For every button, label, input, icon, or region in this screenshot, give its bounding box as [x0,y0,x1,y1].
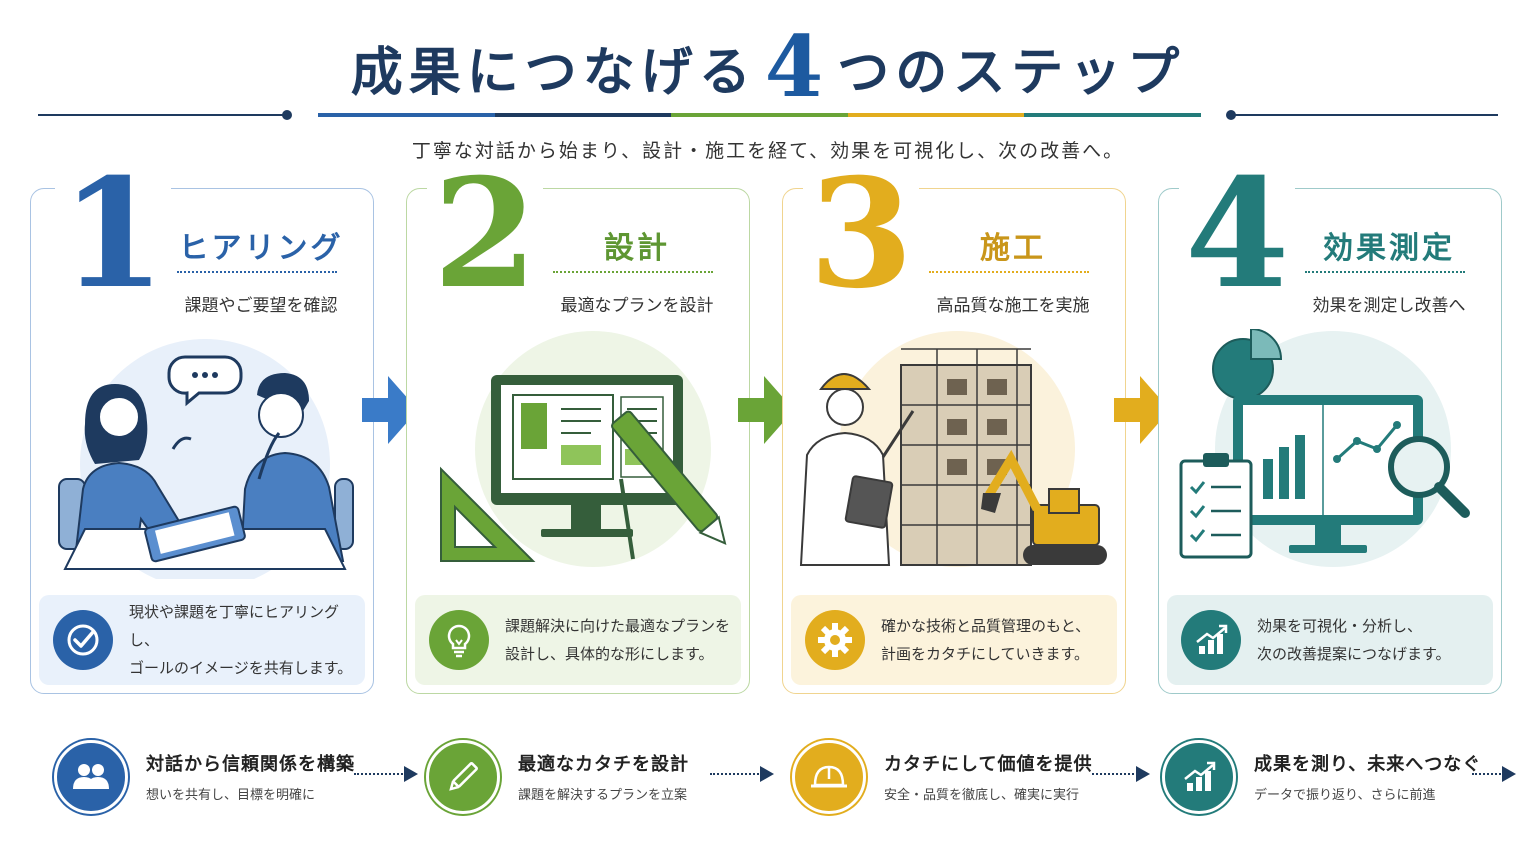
construction-site-illustration [799,331,1107,567]
step-desc-4: 効果を可視化・分析し、 次の改善提案につなげます。 [1167,595,1493,685]
step-card-1: 1 ヒアリング 課題やご要望を確認 現状や課題を丁寧にヒアリングし、 ゴールのイ… [30,159,374,694]
step-divider-3 [929,271,1089,273]
title-suffix: つのステップ [837,42,1186,103]
step-card-3: 3 施工 高品質な施工を実施 確かな技 [782,159,1126,694]
header-rule-gradient [318,113,1201,117]
monitor-design-illustration [440,331,727,567]
pencil-icon [426,740,500,814]
people-icon [54,740,128,814]
summary-subtitle-4: データで振り返り、さらに前進 [1254,788,1436,803]
step-subtitle-1: 課題やご要望を確認 [184,296,338,316]
summary-connector-3 [1092,766,1150,782]
summary-title-1: 対話から信頼関係を構築 [146,754,355,775]
summary-title-3: カタチにして価値を提供 [884,754,1093,775]
arrow-right-icon [362,376,418,444]
step-divider-1 [177,271,337,273]
step-desc-line2-1: ゴールのイメージを共有します。 [129,659,353,677]
header-rule-right [1226,110,1498,120]
step-desc-line1-1: 現状や課題を丁寧にヒアリングし、 [129,603,340,649]
arrow-right-icon [1114,376,1170,444]
step-subtitle-2: 最適なプランを設計 [560,296,714,316]
step-subtitle-4: 効果を測定し改善へ [1312,296,1466,316]
step-desc-line2-2: 設計し、具体的な形にします。 [505,645,714,663]
step-subtitle-3: 高品質な施工を実施 [936,296,1090,316]
step-desc-line2-4: 次の改善提案につなげます。 [1257,645,1451,663]
summary-connector-4 [1472,766,1516,782]
step-number-1: 1 [55,159,172,309]
header-rule-left [38,110,292,120]
summary-title-2: 最適なカタチを設計 [518,754,689,775]
step-title-4: 効果測定 [1323,231,1455,266]
summary-connector-2 [710,766,774,782]
summary-connector-1 [354,766,418,782]
summary-subtitle-2: 課題を解決するプランを立案 [518,788,688,803]
check-circle-icon [53,610,113,670]
step-desc-1: 現状や課題を丁寧にヒアリングし、 ゴールのイメージを共有します。 [39,595,365,685]
two-people-meeting-illustration [58,339,354,579]
growth-chart-icon [1181,610,1241,670]
hardhat-icon [792,740,866,814]
step-card-2: 2 設計 最適なプランを設計 課題解決に向けた最適なプランを [406,159,750,694]
step-number-2: 2 [427,159,544,309]
gear-icon [805,610,865,670]
summary-title-4: 成果を測り、未来へつなぐ [1254,754,1482,775]
step-number-3: 3 [803,159,920,309]
step-desc-line2-3: 計画をカタチにしていきます。 [881,645,1090,663]
step-divider-4 [1305,271,1465,273]
step-divider-2 [553,271,713,273]
title-number: 4 [764,17,830,116]
step-title-2: 設計 [604,231,670,266]
growth-chart-icon [1162,740,1236,814]
page-subtitle: 丁寧な対話から始まり、設計・施工を経て、効果を可視化し、次の改善へ。 [411,140,1125,162]
summary-subtitle-3: 安全・品質を徹底し、確実に実行 [884,788,1080,803]
step-title-3: 施工 [980,231,1046,266]
step-desc-line1-3: 確かな技術と品質管理のもと、 [881,617,1091,635]
step-desc-line1-2: 課題解決に向けた最適なプランを [505,617,731,635]
arrow-right-icon [738,376,794,444]
step-desc-3: 確かな技術と品質管理のもと、 計画をカタチにしていきます。 [791,595,1117,685]
analytics-dashboard-illustration [1179,329,1470,567]
step-title-1: ヒアリング [178,231,344,266]
step-desc-2: 課題解決に向けた最適なプランを 設計し、具体的な形にします。 [415,595,741,685]
step-number-4: 4 [1179,159,1296,309]
step-card-4: 4 効果測定 効果を測定し改善へ 効果を可視化・分析し、 次の改善提案につなげま… [1158,159,1502,694]
step-desc-line1-4: 効果を可視化・分析し、 [1257,617,1423,635]
summary-subtitle-1: 想いを共有し、目標を明確に [146,788,316,803]
lightbulb-icon [429,610,489,670]
title-prefix: 成果につなげる [350,42,757,103]
